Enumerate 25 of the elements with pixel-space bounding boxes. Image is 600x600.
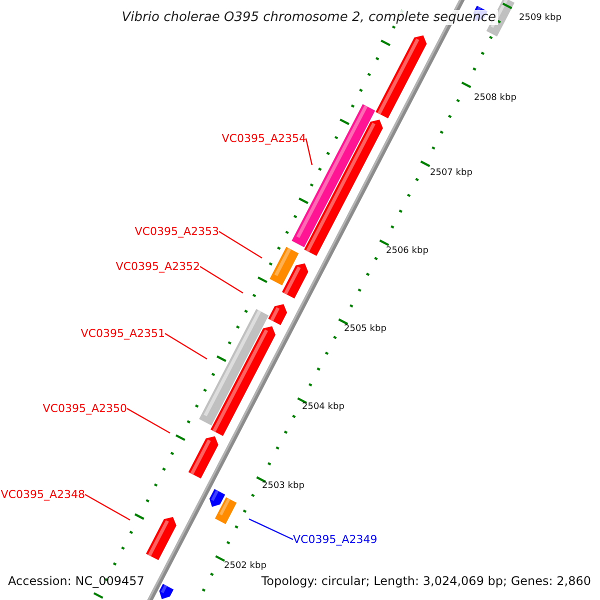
leader-line [84, 494, 130, 521]
scale-label: 2504 kbp [302, 403, 344, 412]
scale-label: 2502 kbp [224, 562, 266, 571]
footer-text: Accession: NC_009457 [8, 575, 144, 587]
scale-label: 2507 kbp [430, 169, 472, 178]
gene-label: VC0395_A2353 [134, 226, 219, 237]
footer-text: Topology: circular; Length: 3,024,069 bp; Genes: 2,860 [261, 575, 591, 587]
leader-line [218, 230, 262, 259]
scale-label: 2508 kbp [474, 94, 516, 103]
scale-label: 2503 kbp [262, 482, 304, 491]
gene-label: VC0395_A2350 [42, 403, 127, 414]
leader-line [305, 138, 313, 166]
leader-line [200, 266, 244, 294]
scale-label: 2506 kbp [386, 247, 428, 256]
scale-label: 2505 kbp [344, 325, 386, 334]
gene-label: VC0395_A2349 [293, 534, 378, 545]
leader-line [164, 332, 208, 360]
map-title: Vibrio cholerae O395 chromosome 2, complete sequence [120, 10, 498, 25]
scale-label: 2509 kbp [519, 14, 562, 23]
leader-line [126, 408, 170, 434]
leader-line [248, 518, 294, 540]
gene-label: VC0395_A2352 [116, 261, 200, 272]
gene-label: VC0395_A2348 [0, 489, 85, 500]
gene-label: VC0395_A2354 [222, 133, 306, 144]
gene-label: VC0395_A2351 [80, 328, 165, 339]
